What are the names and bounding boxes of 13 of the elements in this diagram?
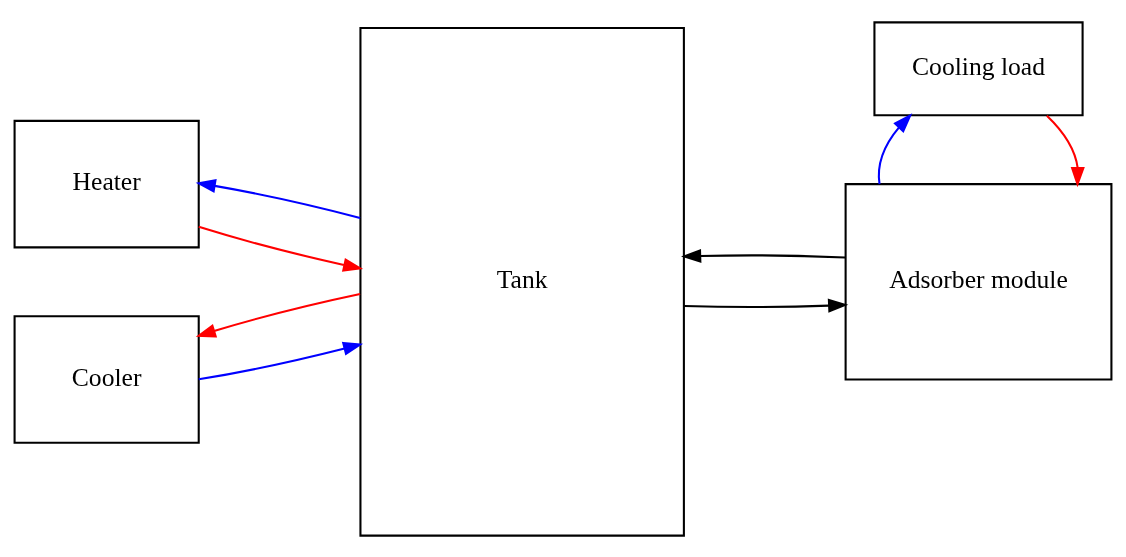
node-box: Cooler bbox=[13, 314, 200, 444]
arrow bbox=[198, 225, 364, 272]
node-box: Heater bbox=[13, 119, 200, 248]
arrow bbox=[877, 112, 913, 184]
node-box: Tank bbox=[359, 26, 685, 537]
node-box: Adsorber module bbox=[844, 182, 1113, 381]
arrow bbox=[198, 341, 364, 380]
node-box: Cooling load bbox=[873, 20, 1084, 116]
arrow bbox=[195, 292, 361, 337]
arrow bbox=[195, 178, 361, 219]
arrow bbox=[681, 248, 846, 263]
arrow bbox=[684, 298, 849, 313]
arrow bbox=[1046, 114, 1085, 187]
